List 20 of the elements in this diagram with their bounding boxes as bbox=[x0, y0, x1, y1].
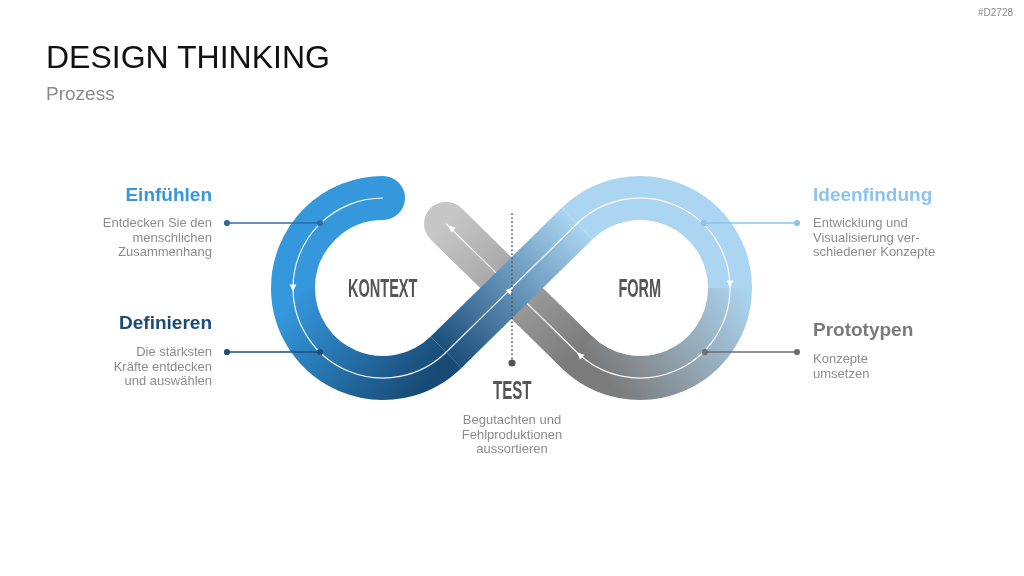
step-title: Prototypen bbox=[813, 319, 914, 340]
step-title: Ideenfindung bbox=[813, 184, 933, 205]
step-title: Einfühlen bbox=[125, 184, 212, 205]
slide-title: DESIGN THINKING bbox=[46, 39, 330, 75]
slide-subtitle: Prozess bbox=[46, 83, 115, 105]
loop-label: KONTEXT bbox=[348, 273, 418, 303]
leader-line bbox=[223, 348, 324, 356]
loop-label: FORM bbox=[618, 273, 662, 303]
step-description: Entwicklung und Visualisierung ver- schiedener Konzepte bbox=[813, 216, 937, 260]
step-description: Entdecken Sie den menschlichen Zusammenhang bbox=[101, 216, 212, 260]
step-description: Die stärksten Kräfte entdecken und auswählen bbox=[112, 345, 212, 389]
slide-code: #D2728 bbox=[977, 6, 1013, 20]
step-description: Begutachten und Fehlproduktionen aussortieren bbox=[460, 413, 564, 457]
leader-line bbox=[701, 348, 801, 356]
step-title: Definieren bbox=[119, 312, 212, 333]
leader-line bbox=[223, 219, 324, 227]
leader-line bbox=[700, 219, 801, 227]
step-description: Konzepte umsetzen bbox=[813, 352, 871, 381]
step-title: TEST bbox=[492, 375, 532, 405]
dotted-leader-line bbox=[508, 211, 516, 367]
